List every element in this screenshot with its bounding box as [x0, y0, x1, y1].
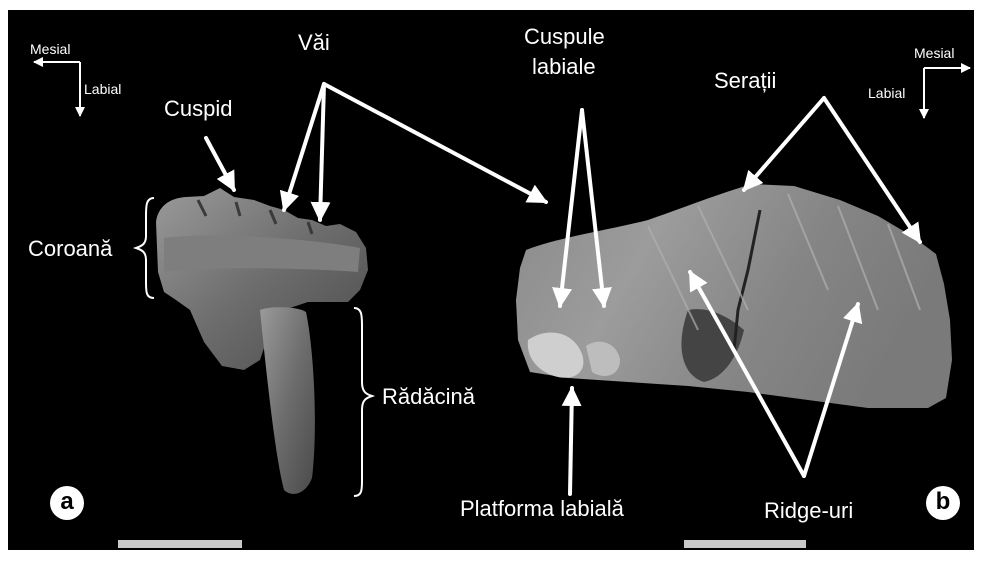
orientation-arrows-left	[34, 62, 80, 116]
scale-bar-b	[684, 540, 806, 548]
radacina-bracket	[354, 308, 372, 496]
label-coroana: Coroană	[28, 238, 112, 260]
label-seratii: Serații	[714, 70, 776, 92]
label-labial-right: Labial	[868, 86, 905, 100]
scale-bar-a	[118, 540, 242, 548]
label-radacina: Rădăcină	[382, 386, 475, 408]
label-cuspid: Cuspid	[164, 98, 232, 120]
orientation-arrows-right	[924, 68, 970, 118]
panel-label-a: a	[50, 486, 84, 520]
coroana-bracket	[136, 198, 154, 298]
tooth-a-image	[156, 188, 368, 494]
label-mesial-right: Mesial	[914, 46, 954, 60]
figure-graphics	[8, 10, 974, 550]
label-cuspule-line1: Cuspule	[524, 26, 605, 48]
label-labial-left: Labial	[84, 82, 121, 96]
label-ridge-uri: Ridge-uri	[764, 500, 853, 522]
label-vai: Văi	[298, 32, 330, 54]
label-platforma-labiala: Platforma labială	[460, 498, 624, 520]
figure-panel: Mesial Labial Cuspid Văi Cuspule labiale…	[8, 10, 974, 550]
label-cuspule-line2: labiale	[532, 56, 596, 78]
panel-label-b: b	[926, 486, 960, 520]
label-mesial-left: Mesial	[30, 42, 70, 56]
tooth-b-image	[516, 184, 952, 408]
